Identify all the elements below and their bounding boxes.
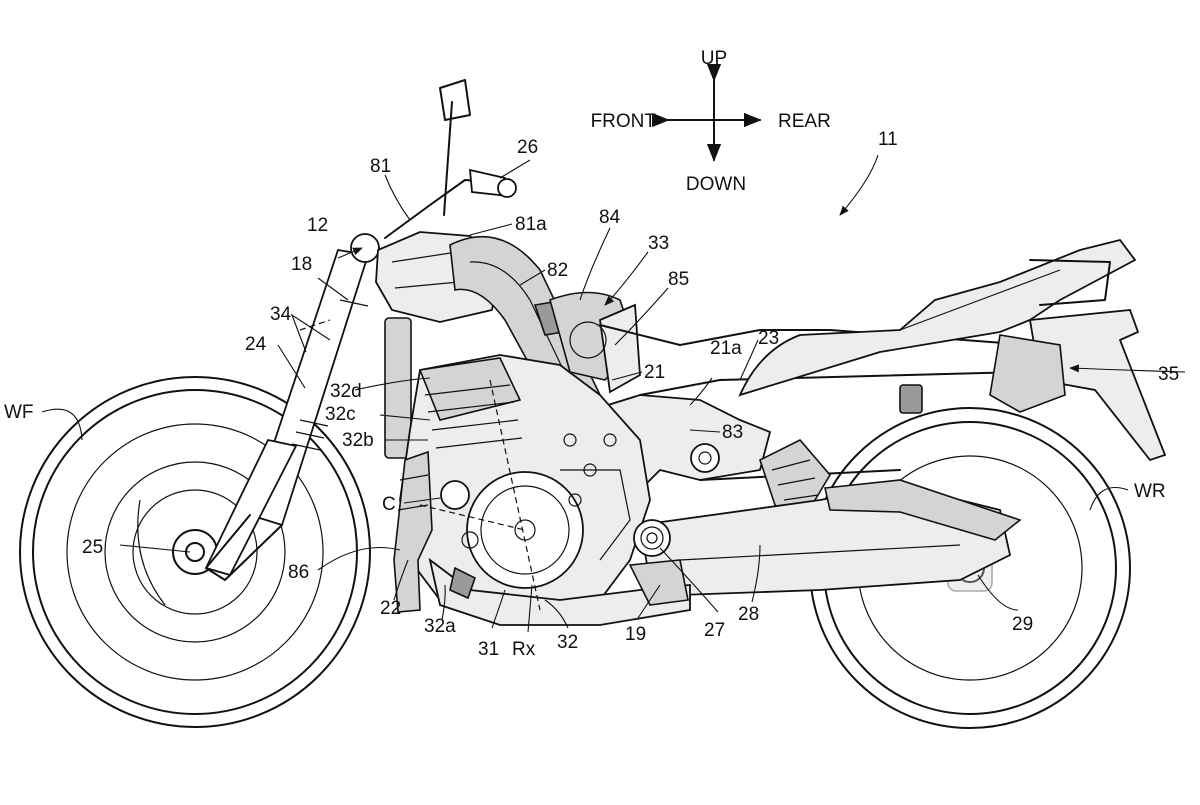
direction-rear: REAR bbox=[778, 111, 831, 132]
front-wheel bbox=[19, 376, 371, 728]
label-21: 21 bbox=[644, 362, 665, 383]
label-18: 18 bbox=[291, 254, 312, 275]
direction-front: FRONT bbox=[591, 111, 657, 132]
swingarm bbox=[638, 479, 1022, 596]
label-23: 23 bbox=[758, 328, 779, 349]
label-31: 31 bbox=[478, 639, 499, 660]
label-85: 85 bbox=[668, 269, 689, 290]
seat-and-tail bbox=[738, 238, 1137, 397]
front-fork bbox=[204, 233, 380, 581]
label-C: C bbox=[382, 494, 396, 515]
label-32c: 32c bbox=[325, 404, 356, 425]
label-21a: 21a bbox=[710, 338, 742, 359]
label-81a: 81a bbox=[515, 214, 547, 235]
reference-labels: WF WR 25 12 18 34 24 81 26 81a 82 84 33 … bbox=[4, 129, 1179, 660]
label-Rx: Rx bbox=[512, 639, 536, 660]
label-25: 25 bbox=[82, 537, 103, 558]
label-24: 24 bbox=[245, 334, 267, 355]
drive-sprocket bbox=[633, 519, 671, 557]
label-32b: 32b bbox=[342, 430, 374, 451]
label-12: 12 bbox=[307, 215, 328, 236]
direction-up: UP bbox=[701, 48, 727, 69]
label-34: 34 bbox=[270, 304, 292, 325]
oil-pan bbox=[428, 557, 691, 626]
direction-down: DOWN bbox=[686, 174, 746, 195]
label-28: 28 bbox=[738, 604, 759, 625]
label-35: 35 bbox=[1158, 364, 1179, 385]
label-27: 27 bbox=[704, 620, 725, 641]
label-11: 11 bbox=[878, 129, 898, 150]
exhaust-pipes bbox=[393, 450, 433, 613]
label-26: 26 bbox=[517, 137, 538, 158]
label-86: 86 bbox=[288, 562, 309, 583]
label-22: 22 bbox=[380, 598, 401, 619]
label-29: 29 bbox=[1012, 614, 1033, 635]
label-19: 19 bbox=[625, 624, 646, 645]
label-82: 82 bbox=[547, 260, 568, 281]
axis-lines bbox=[299, 319, 541, 611]
label-84: 84 bbox=[599, 207, 621, 228]
label-81: 81 bbox=[370, 156, 391, 177]
label-32: 32 bbox=[557, 632, 578, 653]
rear-fender bbox=[899, 309, 1167, 462]
label-32d: 32d bbox=[330, 381, 362, 402]
label-WR: WR bbox=[1134, 481, 1166, 502]
handlebar-assembly bbox=[384, 79, 517, 239]
direction-indicator: UP DOWN FRONT REAR bbox=[591, 48, 831, 195]
label-33: 33 bbox=[648, 233, 669, 254]
leader-lines bbox=[41, 154, 1186, 633]
label-WF: WF bbox=[4, 402, 34, 423]
label-32a: 32a bbox=[424, 616, 456, 637]
label-83: 83 bbox=[722, 422, 743, 443]
